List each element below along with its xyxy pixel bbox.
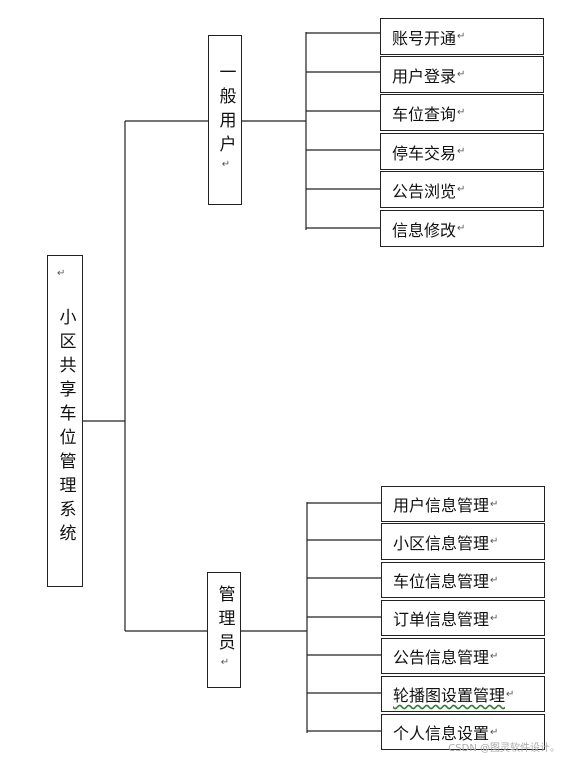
leaf-paragraph-mark: ↵ <box>490 650 499 662</box>
leaf-carousel-settings-manage: 轮播图设置管理↵ <box>381 676 545 712</box>
branch-label-admin: 管理员↵ <box>214 585 235 675</box>
branch-label-user: 一般用户↵ <box>215 63 236 177</box>
leaf-parking-transaction: 停车交易↵ <box>380 133 544 170</box>
leaf-label: 订单信息管理 <box>393 610 490 629</box>
leaf-paragraph-mark: ↵ <box>457 31 466 42</box>
leaf-label: 账号开通 <box>392 28 457 48</box>
branch-paragraph-mark: ↵ <box>220 159 232 177</box>
leaf-label: 车位查询 <box>392 104 457 124</box>
leaf-parking-query: 车位查询↵ <box>380 94 544 131</box>
leaf-info-edit: 信息修改↵ <box>380 210 544 247</box>
leaf-paragraph-mark: ↵ <box>490 612 499 624</box>
leaf-label: 轮播图设置管理 <box>393 686 506 705</box>
branch-node-user: 一般用户↵ <box>208 35 242 205</box>
leaf-paragraph-mark: ↵ <box>490 726 499 738</box>
leaf-paragraph-mark: ↵ <box>506 688 515 700</box>
leaf-order-info-manage: 订单信息管理↵ <box>381 600 545 636</box>
leaf-parking-info-manage: 车位信息管理↵ <box>381 562 545 598</box>
leaf-label: 公告浏览 <box>392 181 457 201</box>
branch-node-admin: 管理员↵ <box>207 572 241 688</box>
leaf-paragraph-mark: ↵ <box>490 574 499 586</box>
leaf-label: 停车交易 <box>392 143 457 163</box>
root-node: ↵ 小区共享车位管理系统 <box>47 255 83 587</box>
leaf-notice-info-manage: 公告信息管理↵ <box>381 638 545 674</box>
leaf-label: 小区信息管理 <box>393 533 490 553</box>
leaf-label: 用户信息管理 <box>393 496 490 515</box>
leaf-paragraph-mark: ↵ <box>457 184 466 195</box>
leaf-paragraph-mark: ↵ <box>457 107 466 118</box>
leaf-label: 用户登录 <box>392 66 457 86</box>
watermark: CSDN @图灵软件设计。 <box>448 743 560 754</box>
leaf-account-open: 账号开通↵ <box>380 18 544 55</box>
leaf-user-login: 用户登录↵ <box>380 56 544 93</box>
root-paragraph-mark: ↵ <box>57 268 66 279</box>
leaf-paragraph-mark: ↵ <box>490 536 499 547</box>
leaf-notice-browse: 公告浏览↵ <box>380 171 544 208</box>
root-label: 小区共享车位管理系统 <box>55 308 76 548</box>
leaf-paragraph-mark: ↵ <box>457 146 466 157</box>
leaf-paragraph-mark: ↵ <box>490 498 499 510</box>
leaf-label: 公告信息管理 <box>393 648 490 667</box>
leaf-paragraph-mark: ↵ <box>457 69 466 80</box>
leaf-label: 个人信息设置 <box>393 724 490 743</box>
leaf-label: 车位信息管理 <box>393 572 490 591</box>
leaf-label: 信息修改 <box>392 220 457 240</box>
branch-paragraph-mark: ↵ <box>219 657 231 675</box>
leaf-community-info-manage: 小区信息管理↵ <box>381 523 545 560</box>
leaf-user-info-manage: 用户信息管理↵ <box>381 486 545 522</box>
leaf-personal-info-settings: 个人信息设置↵ <box>381 714 545 750</box>
leaf-paragraph-mark: ↵ <box>457 223 466 234</box>
